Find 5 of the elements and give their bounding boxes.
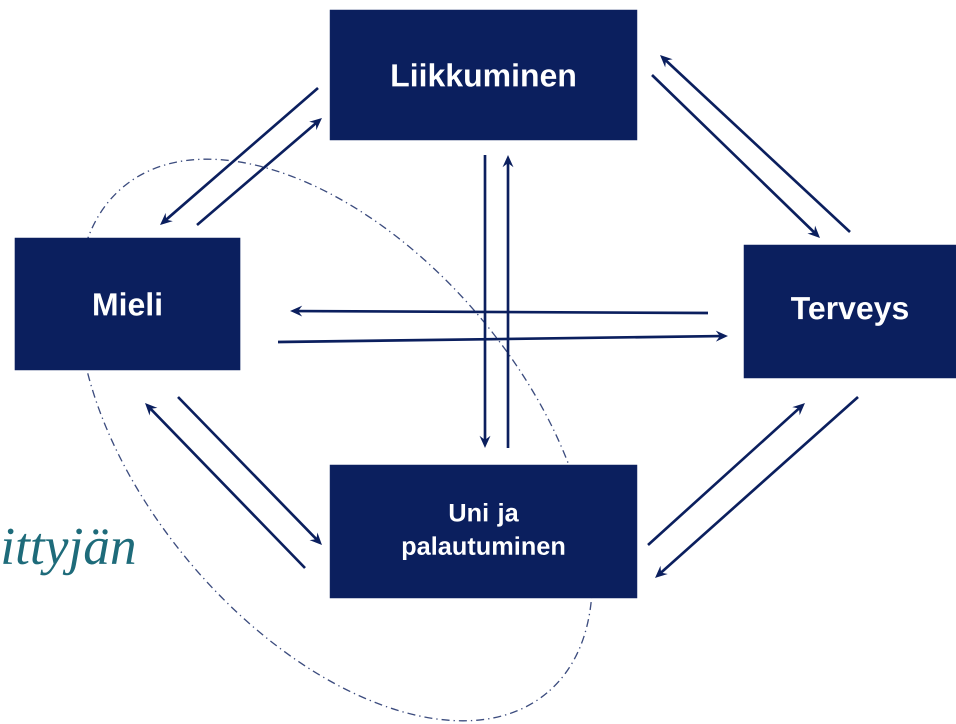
process-box: Liikkuminen [330,10,638,140]
process-box: Mieli [14,238,240,370]
process-box: Terveys [744,244,956,378]
process-box: Uni ja palautuminen [330,464,638,598]
handwritten-text: ittyjän [3,528,134,576]
